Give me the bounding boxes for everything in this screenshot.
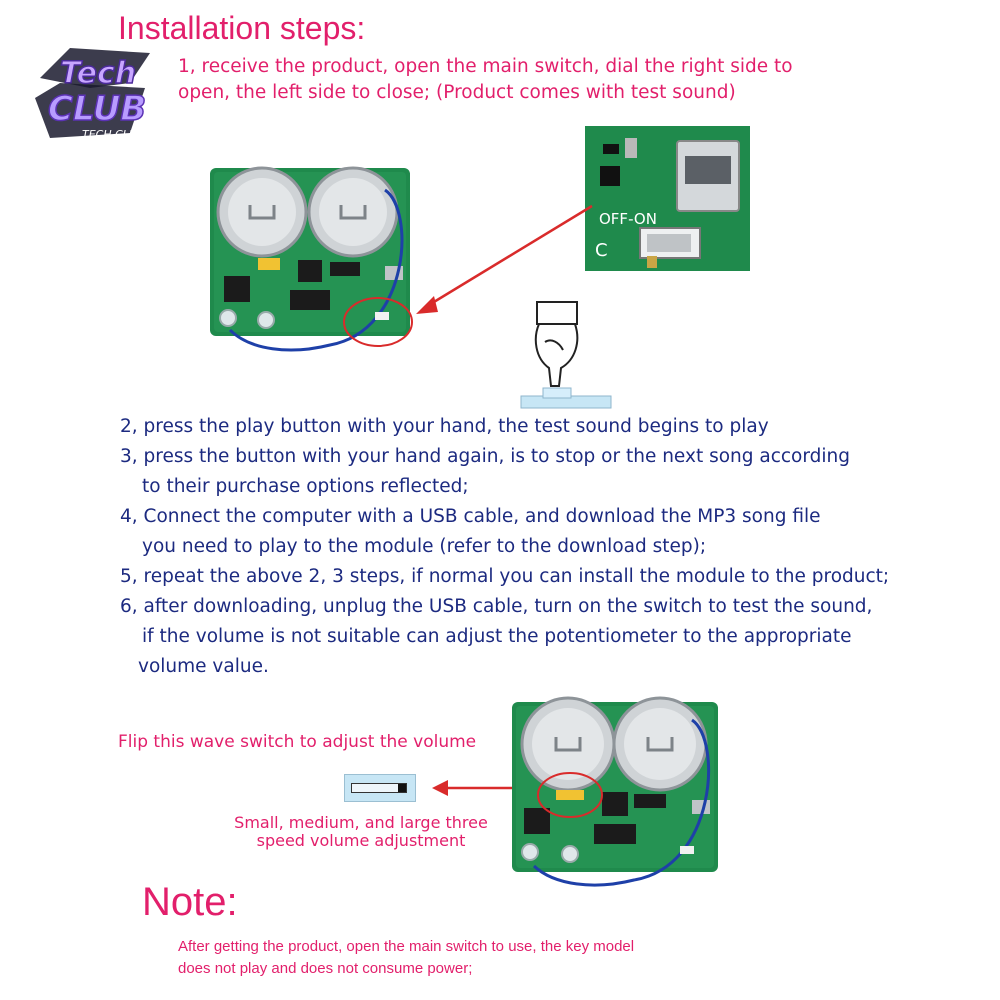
step-3-line-2: to their purchase options reflected; xyxy=(142,476,469,497)
switch-highlight-ring xyxy=(338,292,418,356)
volume-speed-text: Small, medium, and large three speed vol… xyxy=(226,814,496,850)
step-1-line-1: 1, receive the product, open the main sw… xyxy=(178,56,793,77)
note-text: After getting the product, open the main… xyxy=(178,936,798,980)
volume-flip-text: Flip this wave switch to adjust the volu… xyxy=(118,732,477,752)
wave-switch-illustration xyxy=(344,774,416,802)
sound-module-board-bottom xyxy=(510,680,725,899)
logo-text-club: CLUB xyxy=(48,89,146,129)
closeup-switch-label: OFF-ON xyxy=(599,210,657,228)
step-1-line-2: open, the left side to close; (Product c… xyxy=(178,82,736,103)
logo-text-tech: Tech xyxy=(60,56,136,91)
sound-module-board-top xyxy=(210,150,420,364)
wave-switch-track xyxy=(351,783,407,793)
step-6-line-1: 6, after downloading, unplug the USB cab… xyxy=(120,596,873,617)
step-2-line-1: 2, press the play button with your hand,… xyxy=(120,416,769,437)
logo-tagline: TECH CLUB xyxy=(82,128,145,141)
speed-line-1: Small, medium, and large three xyxy=(234,813,488,832)
step-6-line-3: volume value. xyxy=(138,656,269,677)
step-5-line-1: 5, repeat the above 2, 3 steps, if norma… xyxy=(120,566,890,587)
press-hand-icon xyxy=(515,298,615,417)
step-6-line-2: if the volume is not suitable can adjust… xyxy=(142,626,852,647)
pointer-arrow-top xyxy=(410,200,600,324)
step-4-line-1: 4, Connect the computer with a USB cable… xyxy=(120,506,821,527)
step-1-text: 1, receive the product, open the main sw… xyxy=(178,54,818,106)
note-line-1: After getting the product, open the main… xyxy=(178,938,635,955)
closeup-side-letter: C xyxy=(595,240,608,261)
steps-list: 2, press the play button with your hand,… xyxy=(120,412,960,682)
step-3-line-1: 3, press the button with your hand again… xyxy=(120,446,851,467)
note-line-2: does not play and does not consume power… xyxy=(178,960,473,977)
page-title: Installation steps: xyxy=(118,10,366,46)
speed-line-2: speed volume adjustment xyxy=(256,831,466,850)
switch-closeup-photo: OFF-ON C xyxy=(585,126,750,271)
note-heading: Note: xyxy=(142,880,238,924)
tech-club-logo: Tech CLUB TECH CLUB xyxy=(30,38,160,152)
step-4-line-2: you need to play to the module (refer to… xyxy=(142,536,707,557)
wave-switch-knob xyxy=(398,784,406,792)
